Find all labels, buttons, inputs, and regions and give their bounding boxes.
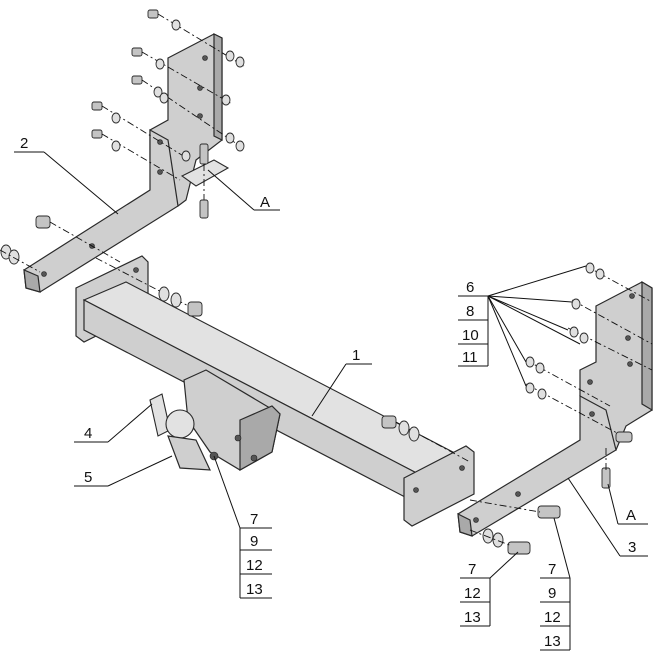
- ball-stack-4: 13: [246, 581, 263, 598]
- callouts: 2 A 1 4 5 7 9 12 13: [14, 135, 648, 651]
- bottom-right-stack-2: 9: [548, 585, 556, 602]
- bottom-right-stack-3: 12: [544, 609, 561, 626]
- beam-left-fasteners: [95, 257, 203, 317]
- main-crossbar: [75, 255, 475, 527]
- ball-mount: [149, 369, 281, 472]
- beam-right-fasteners: [381, 415, 471, 463]
- label-part-1: 1: [352, 347, 360, 364]
- right-stack-2: 8: [466, 303, 474, 320]
- label-detail-a-left: A: [260, 194, 270, 211]
- right-bracket: [457, 280, 653, 537]
- label-part-2: 2: [20, 135, 28, 152]
- bottom-right-stack-1: 7: [548, 561, 556, 578]
- bottom-right-stack-4: 13: [544, 633, 561, 650]
- right-stack-3: 10: [462, 327, 479, 344]
- label-part-5: 5: [84, 469, 92, 486]
- label-part-4: 4: [84, 425, 92, 442]
- ball-stack-3: 12: [246, 557, 263, 574]
- label-detail-a-right: A: [626, 507, 636, 524]
- right-stack-4: 11: [462, 349, 478, 366]
- left-bracket-fasteners: [0, 9, 245, 273]
- label-part-3: 3: [628, 539, 636, 556]
- ball-stack-1: 7: [250, 511, 258, 528]
- ball-stack-2: 9: [250, 533, 258, 550]
- right-bracket-fasteners: [469, 262, 653, 555]
- left-bracket: [23, 33, 230, 293]
- bottom-left-stack-1: 7: [468, 561, 476, 578]
- bottom-left-stack-3: 13: [464, 609, 481, 626]
- bottom-left-stack-2: 12: [464, 585, 481, 602]
- right-stack-1: 6: [466, 279, 474, 296]
